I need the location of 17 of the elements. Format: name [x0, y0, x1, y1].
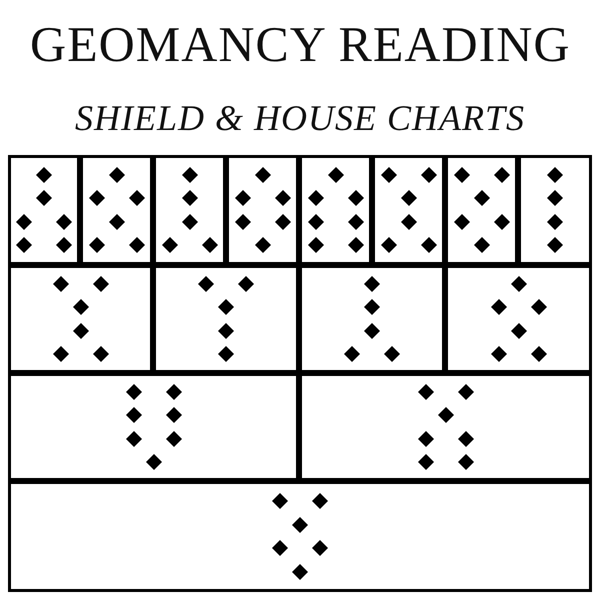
- figure-box: [299, 373, 592, 481]
- figure-box: [226, 155, 299, 265]
- figure-box: [153, 265, 299, 373]
- figure-box: [445, 155, 518, 265]
- figure-box: [8, 155, 80, 265]
- figure-box: [8, 265, 153, 373]
- figure-box: [372, 155, 445, 265]
- figure-box: [299, 155, 372, 265]
- figure-box: [299, 265, 445, 373]
- figure-box: [8, 481, 592, 592]
- figure-box: [445, 265, 592, 373]
- figure-box: [8, 373, 299, 481]
- figure-box: [153, 155, 226, 265]
- figure-box: [80, 155, 153, 265]
- subtitle: SHIELD & HOUSE CHARTS: [75, 97, 525, 140]
- title: GEOMANCY READING: [30, 15, 571, 74]
- figure-box: [518, 155, 592, 265]
